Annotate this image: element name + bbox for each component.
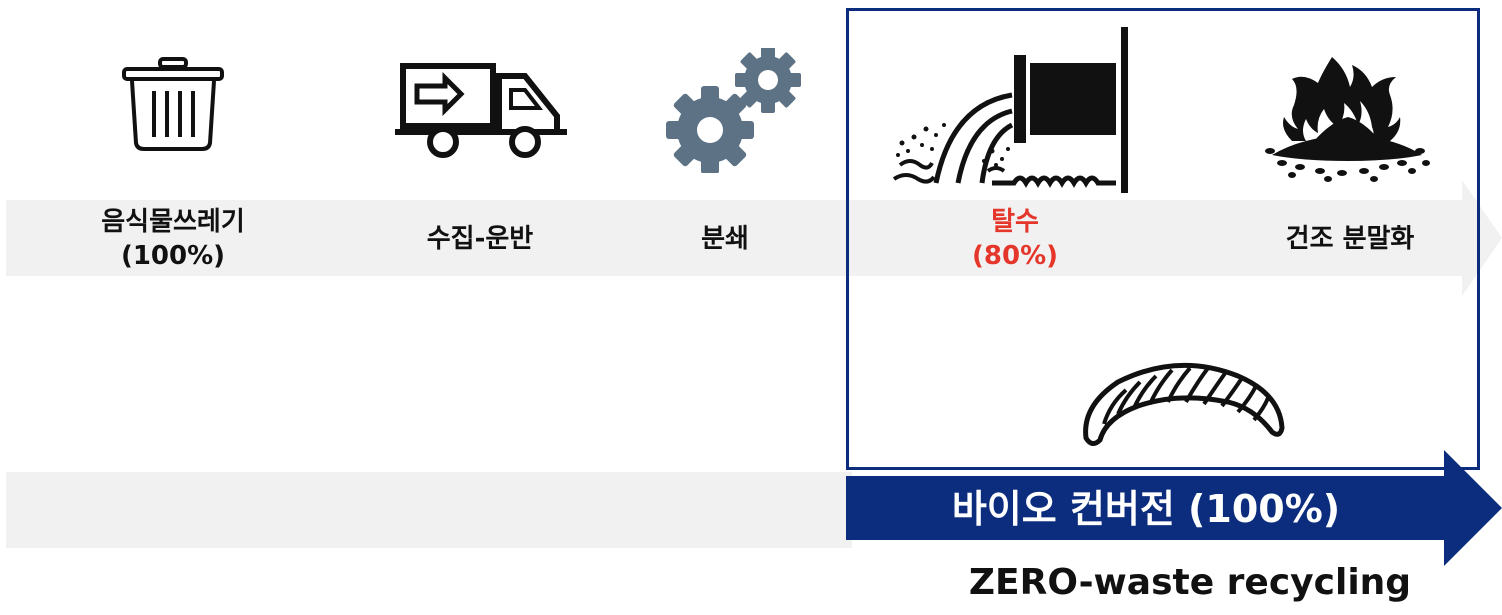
zero-waste-caption: ZERO-waste recycling	[968, 562, 1412, 603]
burning-pile-icon	[1265, 57, 1430, 182]
step-label-food-waste: 음식물쓰레기 (100%)	[58, 205, 288, 273]
step-percent: (80%)	[972, 241, 1058, 271]
step-title: 탈수	[991, 207, 1039, 237]
bio-conversion-arrow	[846, 450, 1502, 566]
gears-icon	[666, 48, 801, 173]
larva-icon	[1083, 362, 1285, 446]
step-title: 분쇄	[701, 224, 749, 254]
step-percent: (100%)	[120, 241, 226, 271]
delivery-truck-icon	[395, 63, 567, 158]
step-label-drying: 건조 분말화	[1245, 222, 1455, 256]
process-band-arrowhead	[1462, 180, 1502, 296]
trash-bin-icon	[122, 57, 224, 151]
drain-pipe-icon	[892, 27, 1128, 193]
step-title: 건조 분말화	[1285, 224, 1415, 254]
step-label-dehydration: 탈수 (80%)	[930, 205, 1100, 273]
step-title: 음식물쓰레기	[101, 207, 245, 237]
step-title: 수집-운반	[426, 224, 534, 254]
bio-conversion-label: 바이오 컨버전 (100%)	[951, 487, 1341, 531]
bio-conversion-frame	[846, 8, 1480, 470]
process-band-bottom	[6, 472, 852, 548]
step-label-collection: 수집-운반	[380, 222, 580, 256]
step-label-crushing: 분쇄	[650, 222, 800, 256]
process-band-top	[6, 200, 1476, 276]
